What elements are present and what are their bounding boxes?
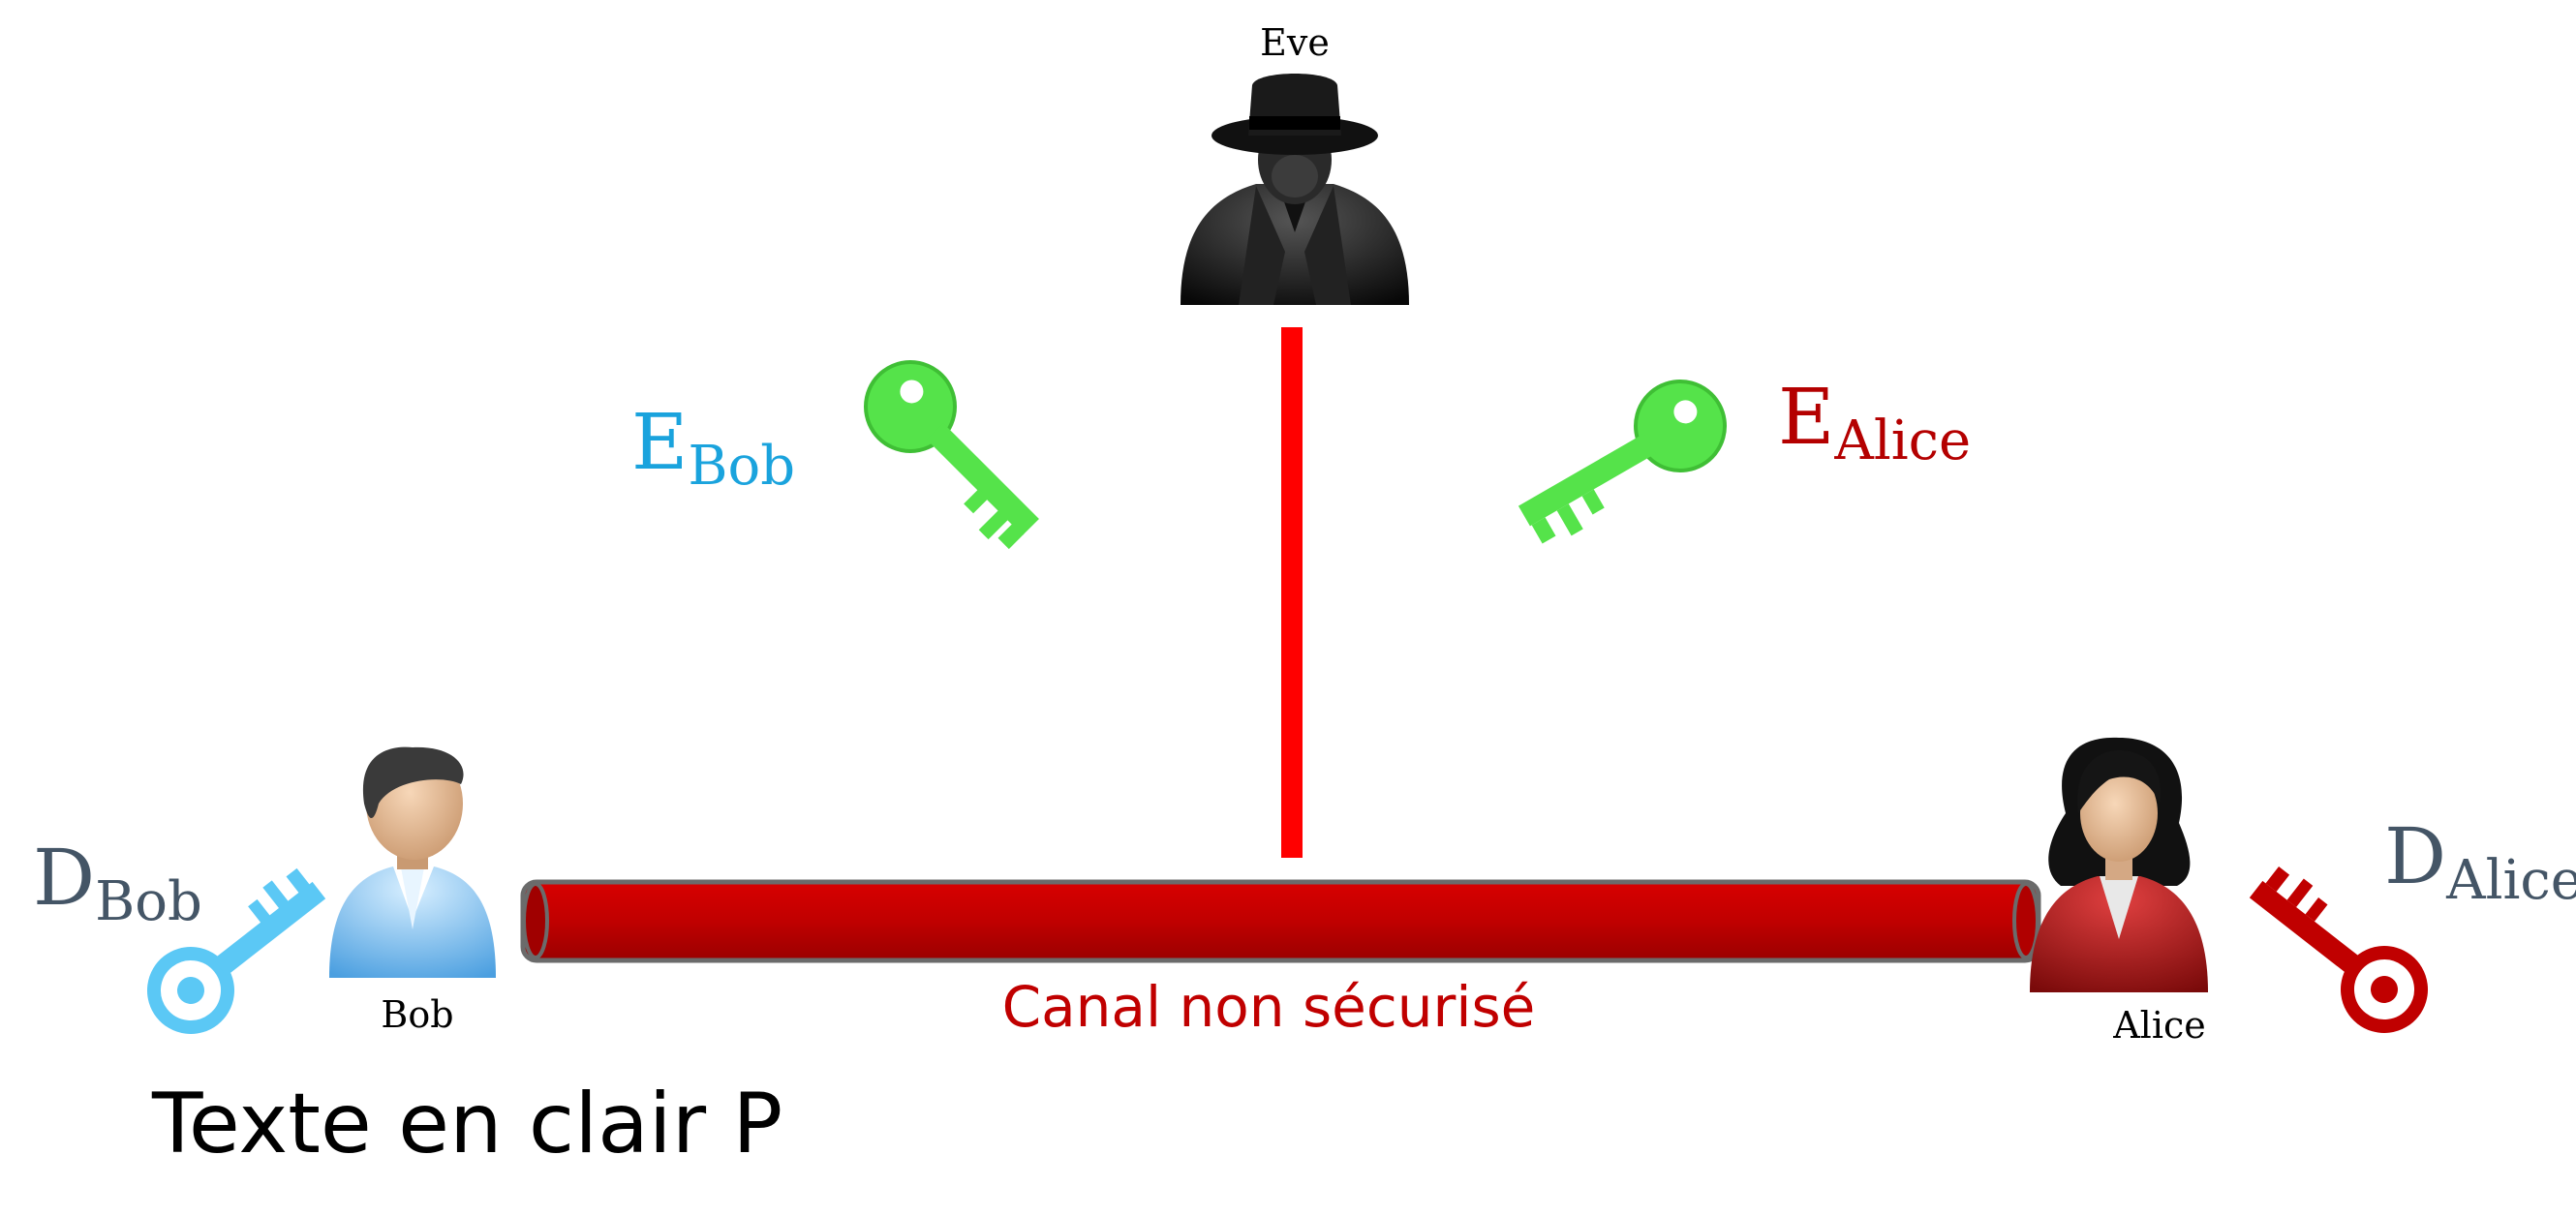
e-alice-label: EAlice xyxy=(1778,372,1971,472)
d-bob-label-base: D xyxy=(33,833,95,923)
insecure-channel xyxy=(520,879,2041,963)
d-alice-label-base: D xyxy=(2384,811,2446,901)
plaintext-caption: Texte en clair P xyxy=(151,1076,782,1172)
alice-name: Alice xyxy=(2112,1004,2206,1047)
d-bob-label-sub: Bob xyxy=(95,870,202,933)
d-alice-label-sub: Alice xyxy=(2445,849,2576,912)
channel-label: Canal non sécurisé xyxy=(1002,974,1536,1040)
bob-name: Bob xyxy=(381,993,453,1036)
d-alice-label: DAlice xyxy=(2384,811,2576,912)
e-alice-label-sub: Alice xyxy=(1833,410,1971,472)
eve-name: Eve xyxy=(1260,21,1330,64)
e-bob-label: EBob xyxy=(631,397,795,498)
e-bob-label-sub: Bob xyxy=(688,435,795,498)
eavesdrop-tap-line xyxy=(1281,327,1303,858)
e-bob-label-base: E xyxy=(631,397,688,487)
e-alice-key-icon xyxy=(1518,380,1727,544)
d-alice-key-icon xyxy=(2249,866,2428,1033)
d-bob-key-icon xyxy=(147,867,326,1034)
e-bob-key-icon xyxy=(864,360,1039,550)
alice-avatar xyxy=(2030,737,2208,992)
bob-avatar xyxy=(329,746,496,978)
eve-avatar xyxy=(1181,74,1409,305)
d-bob-label: DBob xyxy=(33,833,202,933)
e-alice-label-base: E xyxy=(1778,372,1834,462)
